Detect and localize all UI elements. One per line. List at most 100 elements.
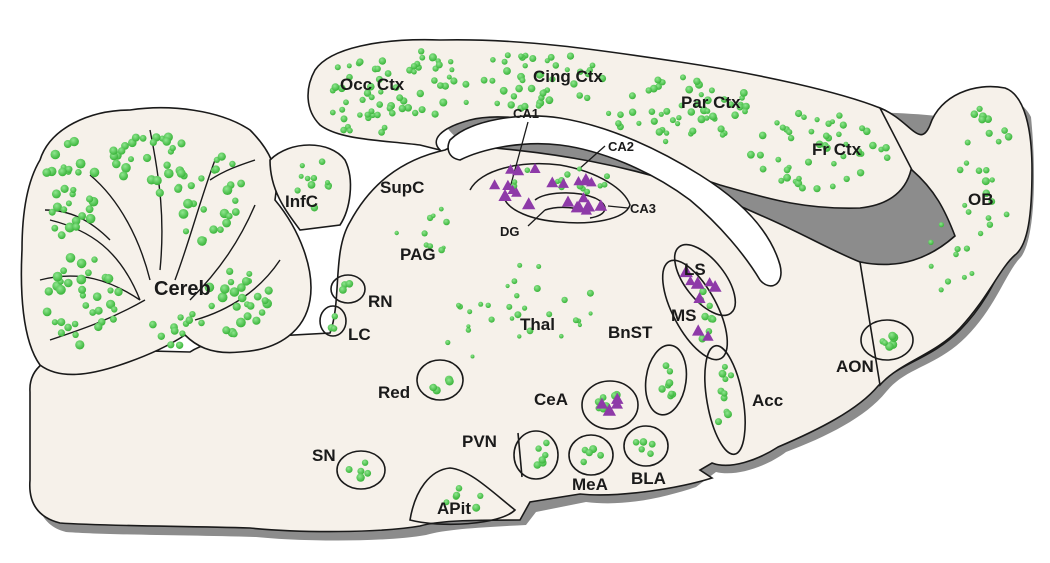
- purple-triangle: [594, 199, 608, 211]
- green-dot: [208, 302, 215, 310]
- green-dot: [982, 189, 990, 197]
- green-dot: [561, 296, 568, 304]
- green-dot: [51, 224, 59, 232]
- green-dot: [465, 327, 472, 333]
- green-dot: [143, 153, 152, 163]
- green-dot: [443, 218, 450, 226]
- green-dot: [437, 82, 444, 89]
- green-dot: [418, 106, 426, 114]
- green-dot: [226, 267, 234, 275]
- label-occ-ctx: Occ Ctx: [340, 75, 405, 94]
- green-dot: [57, 329, 65, 337]
- green-dot: [938, 222, 945, 228]
- green-dot: [662, 138, 669, 145]
- green-dot: [157, 332, 165, 340]
- bla-nucleus: [623, 425, 669, 467]
- green-dot: [197, 236, 207, 246]
- green-dot: [111, 306, 118, 313]
- label-red: Red: [378, 383, 410, 402]
- green-dot: [325, 180, 330, 185]
- green-dot: [450, 77, 458, 85]
- green-dot: [231, 208, 240, 216]
- green-dot: [645, 87, 652, 94]
- green-dot: [412, 109, 419, 117]
- purple-triangle: [581, 199, 595, 212]
- pvn-divider: [517, 432, 523, 478]
- green-dot: [359, 96, 366, 103]
- green-dot: [1004, 133, 1013, 141]
- label-pvn: PVN: [462, 432, 497, 451]
- green-dot: [965, 209, 972, 215]
- label-acc: Acc: [752, 391, 783, 410]
- green-dot: [128, 156, 134, 163]
- green-dot: [840, 153, 847, 160]
- ls-nucleus: [673, 243, 737, 317]
- green-dot: [404, 104, 413, 112]
- green-dot: [564, 171, 571, 178]
- green-dot: [64, 222, 75, 233]
- green-dot: [511, 278, 518, 285]
- green-dot: [411, 69, 417, 75]
- green-dot: [446, 74, 452, 80]
- green-dot: [727, 101, 735, 108]
- purple-triangle: [570, 200, 584, 213]
- green-dot: [814, 117, 820, 123]
- green-dot: [736, 103, 744, 111]
- green-dot: [953, 251, 959, 258]
- green-dot: [559, 333, 564, 339]
- green-dot: [89, 167, 100, 178]
- green-dot: [503, 67, 511, 75]
- green-dot: [549, 76, 556, 83]
- green-dot: [384, 70, 392, 77]
- green-dot: [261, 297, 269, 305]
- sn-nucleus: [336, 450, 386, 490]
- green-dot: [678, 102, 685, 109]
- purple-triangle: [708, 280, 722, 292]
- green-dot: [149, 320, 157, 329]
- green-dot: [167, 341, 175, 349]
- green-dot: [742, 102, 750, 111]
- green-dot: [881, 339, 888, 346]
- red-nucleus: [416, 359, 464, 401]
- green-dot: [398, 104, 406, 113]
- green-dot: [709, 112, 717, 121]
- green-dot: [544, 58, 550, 64]
- green-dot: [882, 144, 890, 152]
- label-mea: MeA: [572, 475, 608, 494]
- purple-triangle: [692, 324, 705, 336]
- green-dot: [70, 186, 77, 194]
- label-lc: LC: [348, 325, 371, 344]
- green-dot: [374, 111, 381, 119]
- green-dot: [720, 96, 728, 103]
- green-dot: [329, 109, 336, 116]
- green-dot: [294, 187, 301, 194]
- green-dot: [535, 102, 542, 109]
- lateral-ventricle: [447, 115, 782, 287]
- green-dot: [564, 67, 570, 73]
- acc-nucleus: [704, 344, 746, 456]
- bnst-nucleus: [644, 344, 688, 416]
- green-dot: [742, 108, 748, 115]
- green-dot: [252, 316, 261, 325]
- green-dot: [774, 120, 780, 126]
- green-dot: [52, 271, 63, 282]
- green-dot: [632, 439, 640, 446]
- green-dot: [628, 108, 637, 116]
- green-dot: [445, 339, 451, 346]
- green-dot: [533, 285, 541, 292]
- label-ms: MS: [671, 306, 697, 325]
- green-dot: [648, 440, 656, 448]
- green-dot: [963, 245, 971, 252]
- green-dot: [976, 105, 983, 112]
- green-dot: [808, 128, 815, 135]
- green-dot: [71, 320, 79, 328]
- green-dot: [779, 124, 786, 131]
- green-dot: [822, 144, 831, 152]
- green-dot: [584, 69, 593, 78]
- green-dot: [527, 84, 536, 93]
- green-dot: [663, 130, 670, 136]
- green-dot: [584, 188, 591, 195]
- green-dot: [651, 118, 658, 125]
- green-dot: [222, 218, 232, 228]
